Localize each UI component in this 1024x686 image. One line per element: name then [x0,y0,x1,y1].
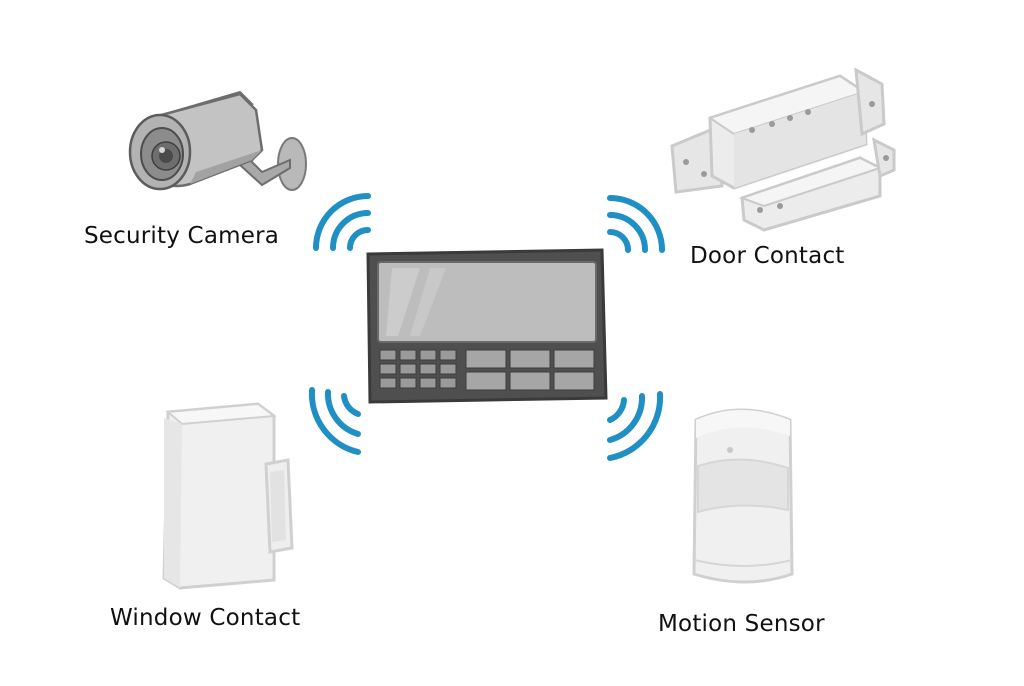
security-camera-label: Security Camera [84,223,280,249]
signal-waves-icon [313,193,371,251]
signal-waves-icon [308,387,361,455]
motion-sensor-icon [692,408,794,584]
door-contact-icon [670,67,896,232]
security-camera-icon [128,90,307,191]
door-contact-label: Door Contact [690,243,845,269]
motion-sensor-label: Motion Sensor [658,611,825,637]
control-panel-icon [366,248,608,404]
signal-waves-icon [607,391,664,461]
window-contact-icon [162,402,294,590]
signal-waves-icon [607,195,665,253]
window-contact-label: Window Contact [110,605,301,631]
